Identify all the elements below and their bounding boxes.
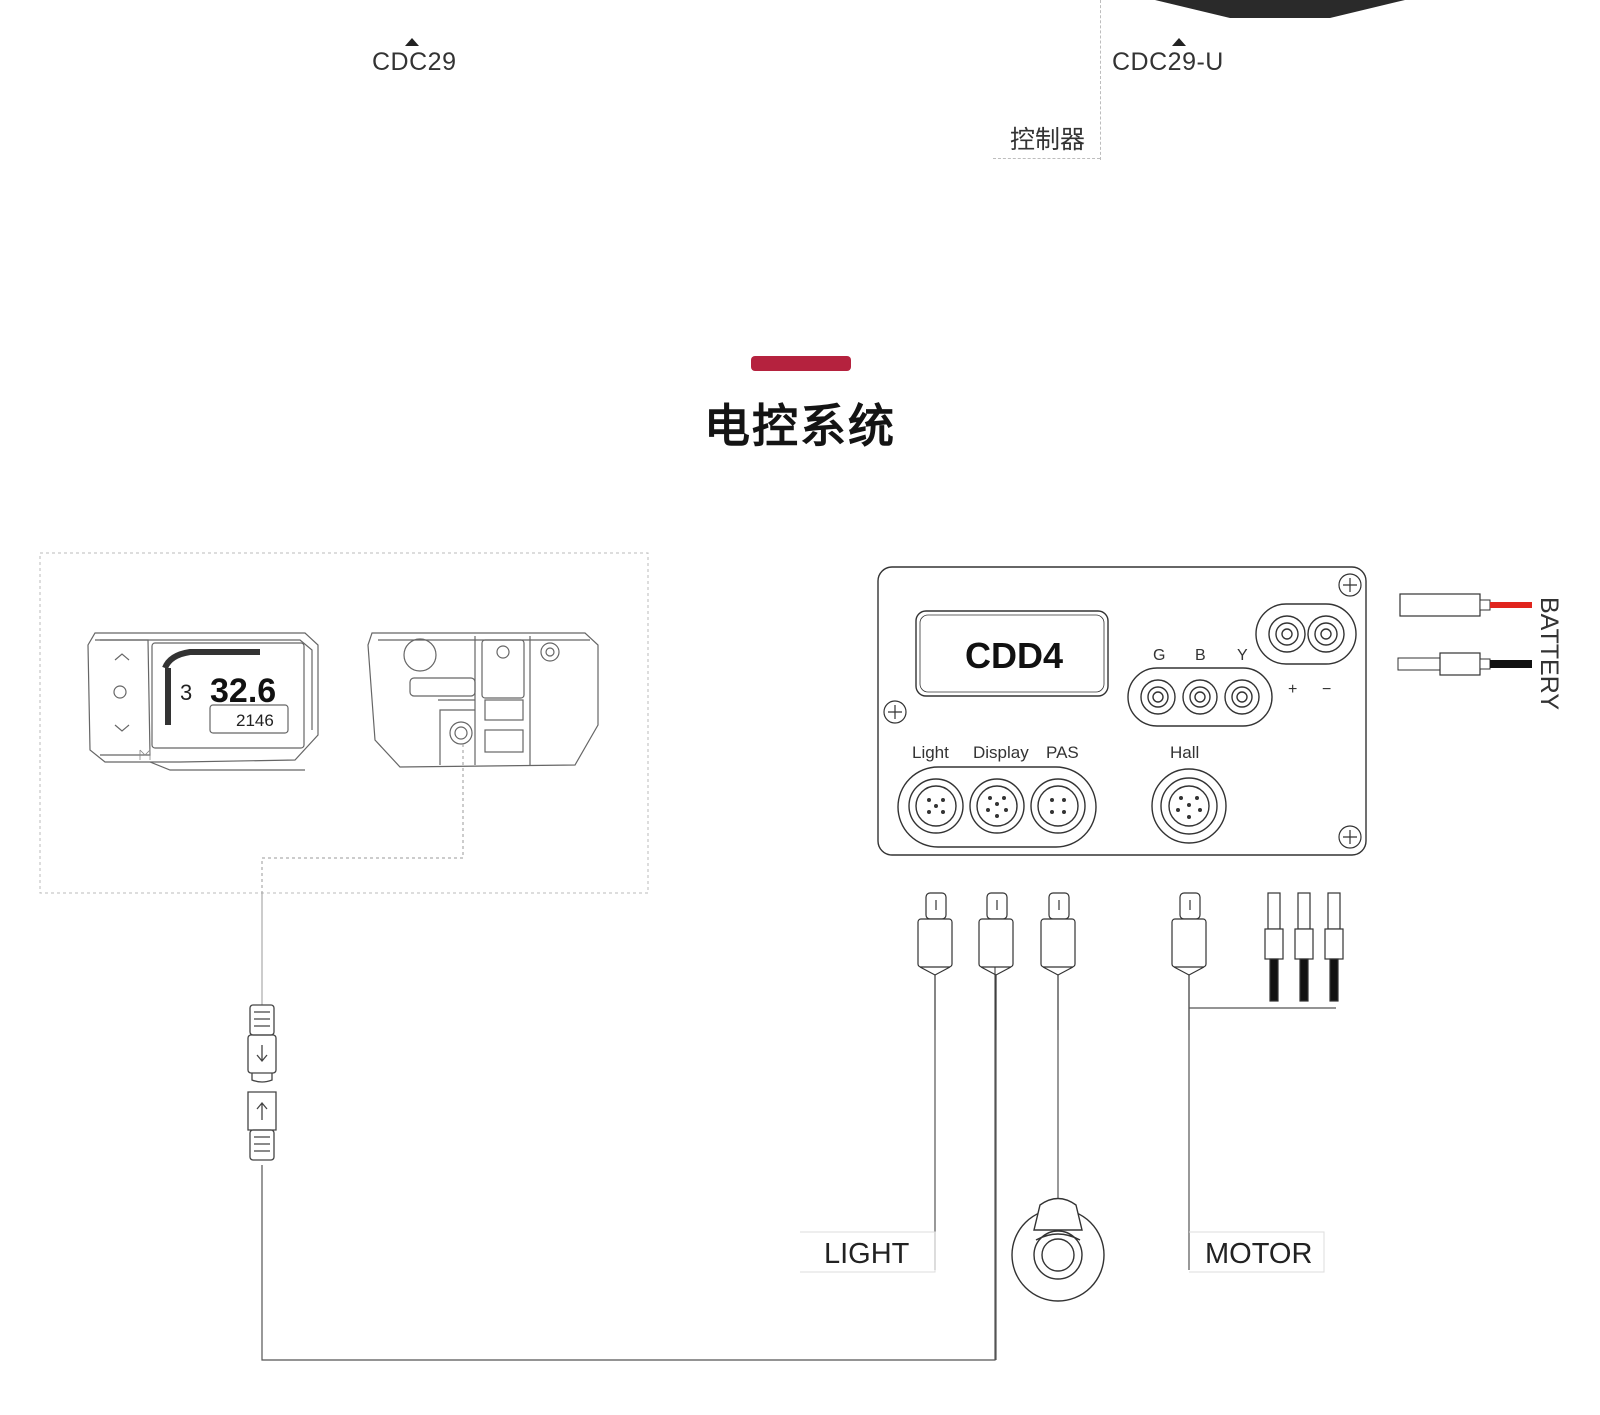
motor-phase-connectors [1264, 892, 1344, 1002]
light-label-box [800, 1231, 936, 1273]
inline-connector [247, 1004, 277, 1161]
model-marker-right [1172, 38, 1186, 46]
model-label-right: CDC29-U [1112, 48, 1224, 76]
display-assist-level: 3 [180, 680, 192, 705]
battery-label: BATTERY [1535, 597, 1563, 710]
motor-wire [1188, 1007, 1336, 1270]
section-title: 电控系统 [704, 399, 896, 453]
phase-label-y: Y [1237, 647, 1248, 664]
model-label-left: CDC29 [372, 48, 457, 76]
port-label-pas: PAS [1046, 743, 1079, 762]
product-shadow [1155, 0, 1405, 18]
display-cable-dashed [261, 744, 464, 893]
display-speed: 32.6 [210, 672, 276, 710]
pas-sensor [1011, 1197, 1105, 1302]
power-label-negative: − [1322, 681, 1331, 698]
battery-wire-negative [1397, 652, 1532, 676]
motor-label-box [1189, 1231, 1325, 1273]
motor-label: MOTOR [1205, 1238, 1312, 1270]
plug-display [978, 892, 1014, 1030]
plug-light [917, 892, 953, 1030]
light-label: LIGHT [824, 1238, 910, 1270]
port-label-light: Light [912, 743, 949, 762]
controller-box [877, 566, 1367, 856]
controller-label: 控制器 [1010, 125, 1086, 154]
display-front [87, 632, 319, 771]
plug-pas [1040, 892, 1076, 1030]
phase-label-g: G [1153, 647, 1165, 664]
port-pins [927, 796, 1202, 819]
phase-label-b: B [1195, 647, 1206, 664]
plug-hall [1171, 892, 1207, 1030]
vertical-divider [1100, 0, 1101, 160]
section-accent-bar [751, 356, 851, 371]
display-frame [39, 552, 649, 894]
controller-label-underline [993, 158, 1100, 159]
display-cable-lower [261, 960, 996, 1361]
controller-model: CDD4 [965, 635, 1063, 676]
display-odometer: 2146 [236, 711, 274, 730]
battery-wire-positive [1399, 593, 1532, 617]
display-back [367, 632, 599, 768]
power-label-positive: + [1288, 681, 1297, 698]
model-marker-left [405, 38, 419, 46]
port-label-hall: Hall [1170, 743, 1199, 762]
port-label-display: Display [973, 743, 1029, 762]
